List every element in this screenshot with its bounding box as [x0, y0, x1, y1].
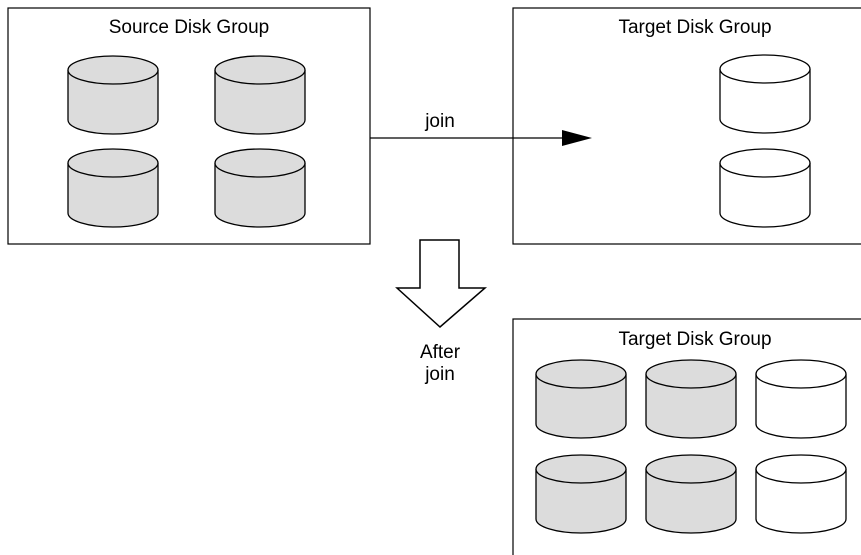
source-group-box	[7, 7, 371, 245]
source-group-title: Source Disk Group	[109, 17, 270, 38]
joined-source-disk	[535, 454, 627, 534]
join-arrow: join	[370, 111, 592, 146]
target-group-after-title: Target Disk Group	[618, 329, 771, 350]
source-disk-group: Source Disk Group	[7, 7, 371, 245]
target-disk-group-before: Target Disk Group	[512, 7, 861, 245]
after-label-line2: join	[424, 364, 455, 385]
target-disk	[755, 359, 847, 439]
joined-source-disk	[645, 359, 737, 439]
down-arrow-icon	[395, 239, 488, 329]
source-disk	[67, 148, 159, 228]
join-arrow-head	[562, 130, 592, 146]
target-disk	[755, 454, 847, 534]
source-disk	[214, 55, 306, 135]
target-group-before-title: Target Disk Group	[618, 17, 771, 38]
target-disk	[719, 148, 811, 228]
target-disk	[719, 54, 811, 134]
after-join-arrow: After join	[395, 239, 488, 385]
joined-source-disk	[535, 359, 627, 439]
joined-source-disk	[645, 454, 737, 534]
after-label-line1: After	[420, 342, 461, 363]
source-disk	[67, 55, 159, 135]
source-disk	[214, 148, 306, 228]
target-disk-group-after: Target Disk Group	[512, 318, 861, 555]
join-label: join	[424, 111, 455, 132]
